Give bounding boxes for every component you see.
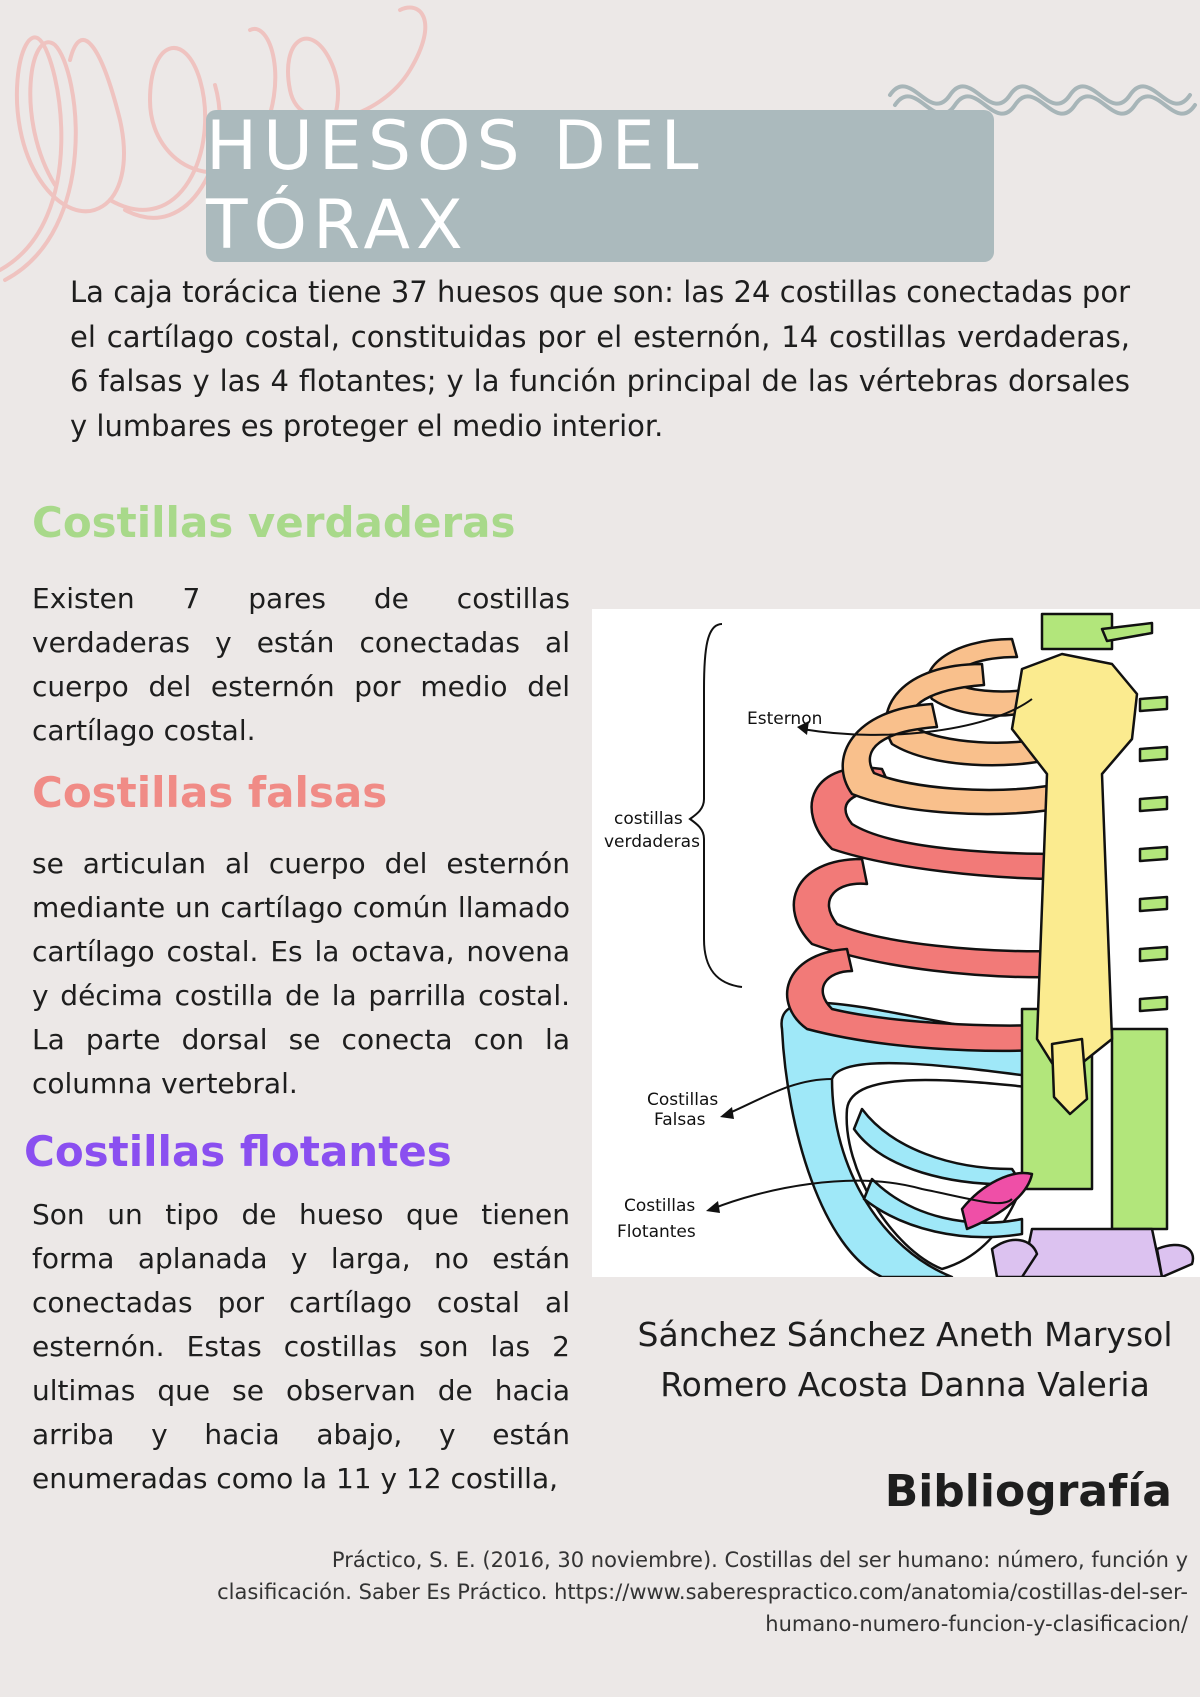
bibliography-title: Bibliografía — [884, 1466, 1172, 1517]
arrow-head — [706, 1201, 720, 1213]
paragraph-costillas-verdaderas: Existen 7 pares de costillas verdaderas … — [32, 582, 570, 747]
label-esternon: Esternon — [747, 709, 822, 729]
author-name: Sánchez Sánchez Aneth Marysol — [637, 1315, 1173, 1354]
vertebra — [1040, 612, 1114, 651]
vertebra — [1110, 1027, 1169, 1231]
label-costillas-falsas-2: Falsas — [654, 1110, 706, 1130]
label-costillas-flotantes-1: Costillas — [624, 1196, 695, 1216]
rib-cage-drawing: Esternon costillas verdaderas Costillas … — [604, 612, 1195, 1277]
arrow-head — [797, 721, 809, 735]
label-costillas-flotantes-2: Flotantes — [617, 1222, 696, 1242]
label-costillas-falsas-1: Costillas — [647, 1090, 718, 1110]
paragraph-costillas-falsas: se articulan al cuerpo del esternón medi… — [32, 847, 570, 1100]
xiphoid — [1050, 1037, 1089, 1116]
pelvis — [1020, 1227, 1164, 1277]
vertebra — [1138, 995, 1169, 1013]
authors-block: Sánchez Sánchez Aneth Marysol Romero Aco… — [610, 1310, 1200, 1410]
rib-cage-illustration: Esternon costillas verdaderas Costillas … — [592, 609, 1200, 1277]
heading-costillas-flotantes: Costillas flotantes — [24, 1127, 452, 1176]
pointer-line — [801, 698, 1033, 736]
heading-costillas-falsas: Costillas falsas — [32, 768, 388, 817]
brace-line — [688, 623, 743, 988]
label-costillas-verdaderas-1: costillas — [614, 809, 683, 829]
intro-paragraph: La caja torácica tiene 37 huesos que son… — [70, 275, 1130, 443]
pelvis — [1155, 1243, 1195, 1277]
label-costillas-verdaderas-2: verdaderas — [604, 832, 700, 852]
vertebra — [1138, 945, 1169, 963]
floating-rib — [862, 1177, 1024, 1239]
cartilage — [960, 1171, 1034, 1231]
pointer-line — [711, 1179, 1013, 1210]
pointer-line — [726, 1078, 833, 1115]
vertebra — [1138, 795, 1169, 813]
author-name: Romero Acosta Danna Valeria — [660, 1365, 1150, 1404]
vertebra — [1138, 695, 1169, 713]
pelvis — [990, 1238, 1039, 1277]
vertebra — [1138, 895, 1169, 913]
heading-costillas-verdaderas: Costillas verdaderas — [32, 498, 516, 547]
title-banner: HUESOS DEL TÓRAX — [206, 107, 994, 265]
paragraph-costillas-flotantes: Son un tipo de hueso que tienen forma ap… — [32, 1198, 570, 1495]
sternum — [1010, 652, 1139, 1081]
vertebra — [1138, 745, 1169, 763]
vertebra — [1138, 845, 1169, 863]
page-title: HUESOS DEL TÓRAX — [206, 107, 705, 265]
bibliography-reference: Práctico, S. E. (2016, 30 noviembre). Co… — [217, 1548, 1188, 1636]
arrow-head — [720, 1107, 734, 1119]
floating-rib — [780, 1001, 1064, 1277]
vertebra — [1100, 621, 1154, 643]
